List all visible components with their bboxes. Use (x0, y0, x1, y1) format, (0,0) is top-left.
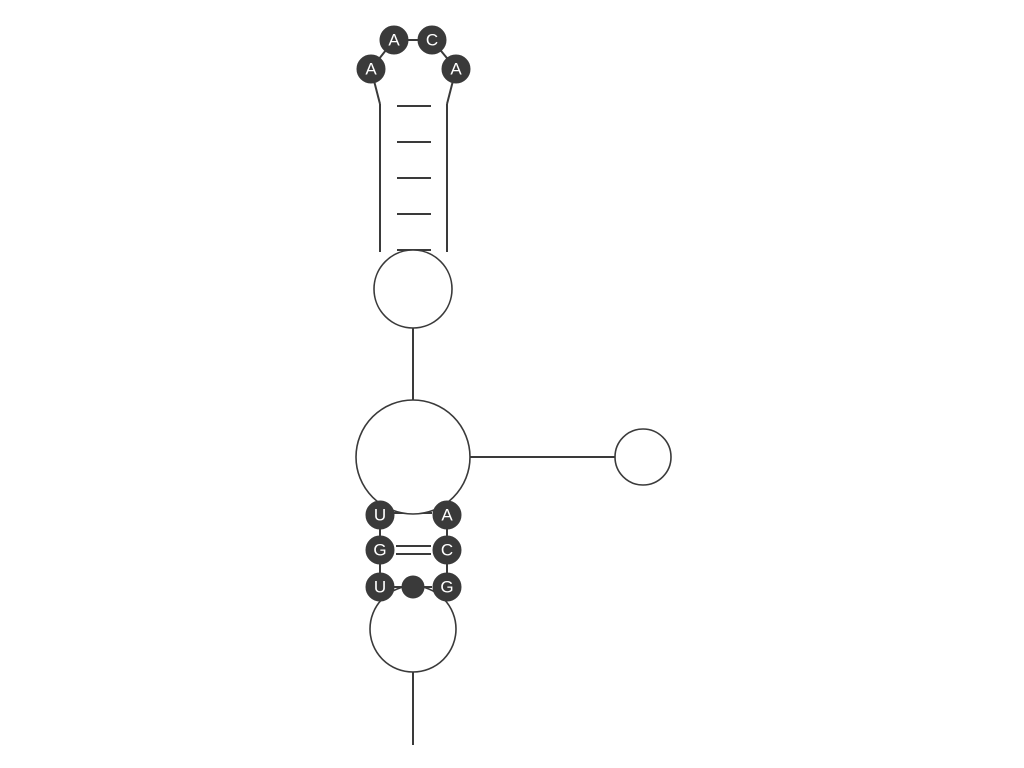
nucleotide-label: G (373, 541, 386, 560)
nucleotide-label: A (365, 60, 377, 79)
hairpin-nucleotide-4: A (441, 54, 471, 84)
hairpin-nucleotide-3: C (417, 25, 447, 55)
nucleotide-label: A (450, 60, 462, 79)
nucleotide-label: G (440, 578, 453, 597)
pair-1-left-nucleotide: U (365, 500, 395, 530)
hairpin-nucleotide-1: A (356, 54, 386, 84)
nucleotide-label: A (388, 31, 400, 50)
hairpin-nucleotide-2: A (379, 25, 409, 55)
nucleotide-label: C (441, 541, 453, 560)
pair-2-right-nucleotide: C (432, 535, 462, 565)
multi-branch-loop (355, 399, 471, 515)
side-hairpin-loop (614, 428, 672, 486)
pair-3-right-nucleotide: G (432, 572, 462, 602)
nucleotide-label: C (426, 31, 438, 50)
pair-1-right-nucleotide: A (432, 500, 462, 530)
nucleotide-label: U (374, 506, 386, 525)
internal-loop-upper (373, 249, 453, 329)
pair-2-left-nucleotide: G (365, 535, 395, 565)
nucleotide-label: U (374, 578, 386, 597)
pair-3-left-nucleotide: U (365, 572, 395, 602)
nucleotide-label: A (441, 506, 453, 525)
wobble-pair-dot (401, 575, 425, 599)
